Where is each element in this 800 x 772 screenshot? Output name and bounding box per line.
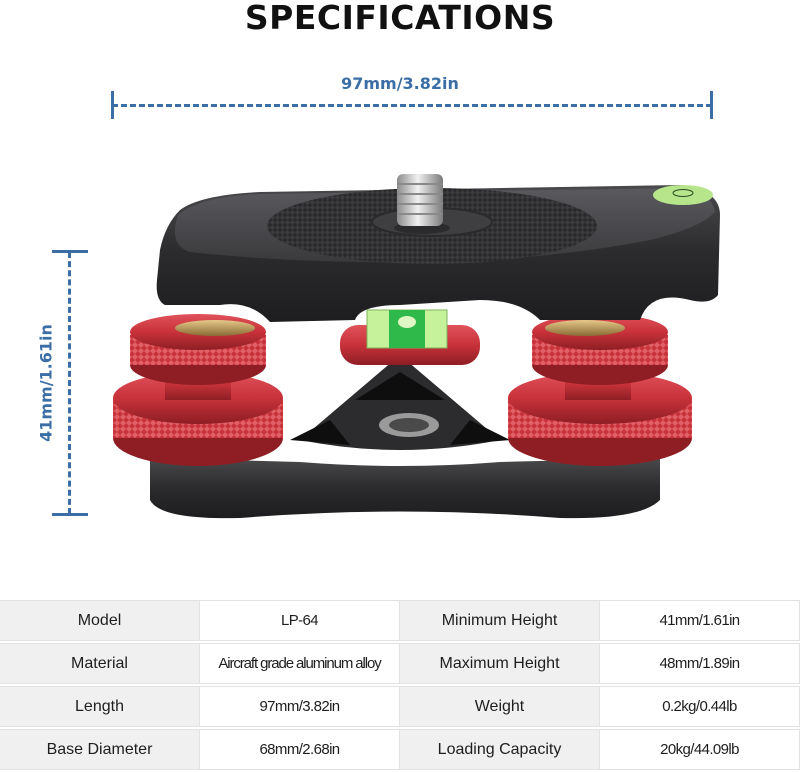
spec-value: 68mm/2.68in [200, 730, 400, 769]
page-title: SPECIFICATIONS [244, 0, 556, 37]
height-dimension-bottom-cap [52, 513, 88, 516]
spec-label: Weight [400, 687, 600, 726]
spec-label: Material [0, 644, 200, 683]
spec-row-length: Length 97mm/3.82in Weight 0.2kg/0.44lb [0, 686, 800, 727]
spec-label: Model [0, 601, 200, 640]
height-dimension-line [68, 252, 71, 514]
spec-label: Length [0, 687, 200, 726]
spec-label: Loading Capacity [400, 730, 600, 769]
spec-label: Base Diameter [0, 730, 200, 769]
spec-row-model: Model LP-64 Minimum Height 41mm/1.61in [0, 600, 800, 641]
spec-row-base-diameter: Base Diameter 68mm/2.68in Loading Capaci… [0, 729, 800, 770]
spec-value: 97mm/3.82in [200, 687, 400, 726]
spec-table: Model LP-64 Minimum Height 41mm/1.61in M… [0, 600, 800, 770]
spec-label: Maximum Height [400, 644, 600, 683]
spec-label: Minimum Height [400, 601, 600, 640]
spec-value: LP-64 [200, 601, 400, 640]
width-dimension-line [112, 104, 712, 107]
width-dimension-right-cap [710, 91, 713, 119]
height-dimension-top-cap [52, 250, 88, 253]
spec-value: 48mm/1.89in [600, 644, 800, 683]
spec-value: Aircraft grade aluminum alloy [200, 644, 400, 683]
spec-value: 41mm/1.61in [600, 601, 800, 640]
height-dimension-label: 41mm/1.61in [36, 324, 56, 442]
spec-value: 0.2kg/0.44lb [600, 687, 800, 726]
spec-row-material: Material Aircraft grade aluminum alloy M… [0, 643, 800, 684]
product-image [100, 160, 740, 560]
width-dimension-label: 97mm/3.82in [341, 74, 459, 93]
spec-value: 20kg/44.09lb [600, 730, 800, 769]
